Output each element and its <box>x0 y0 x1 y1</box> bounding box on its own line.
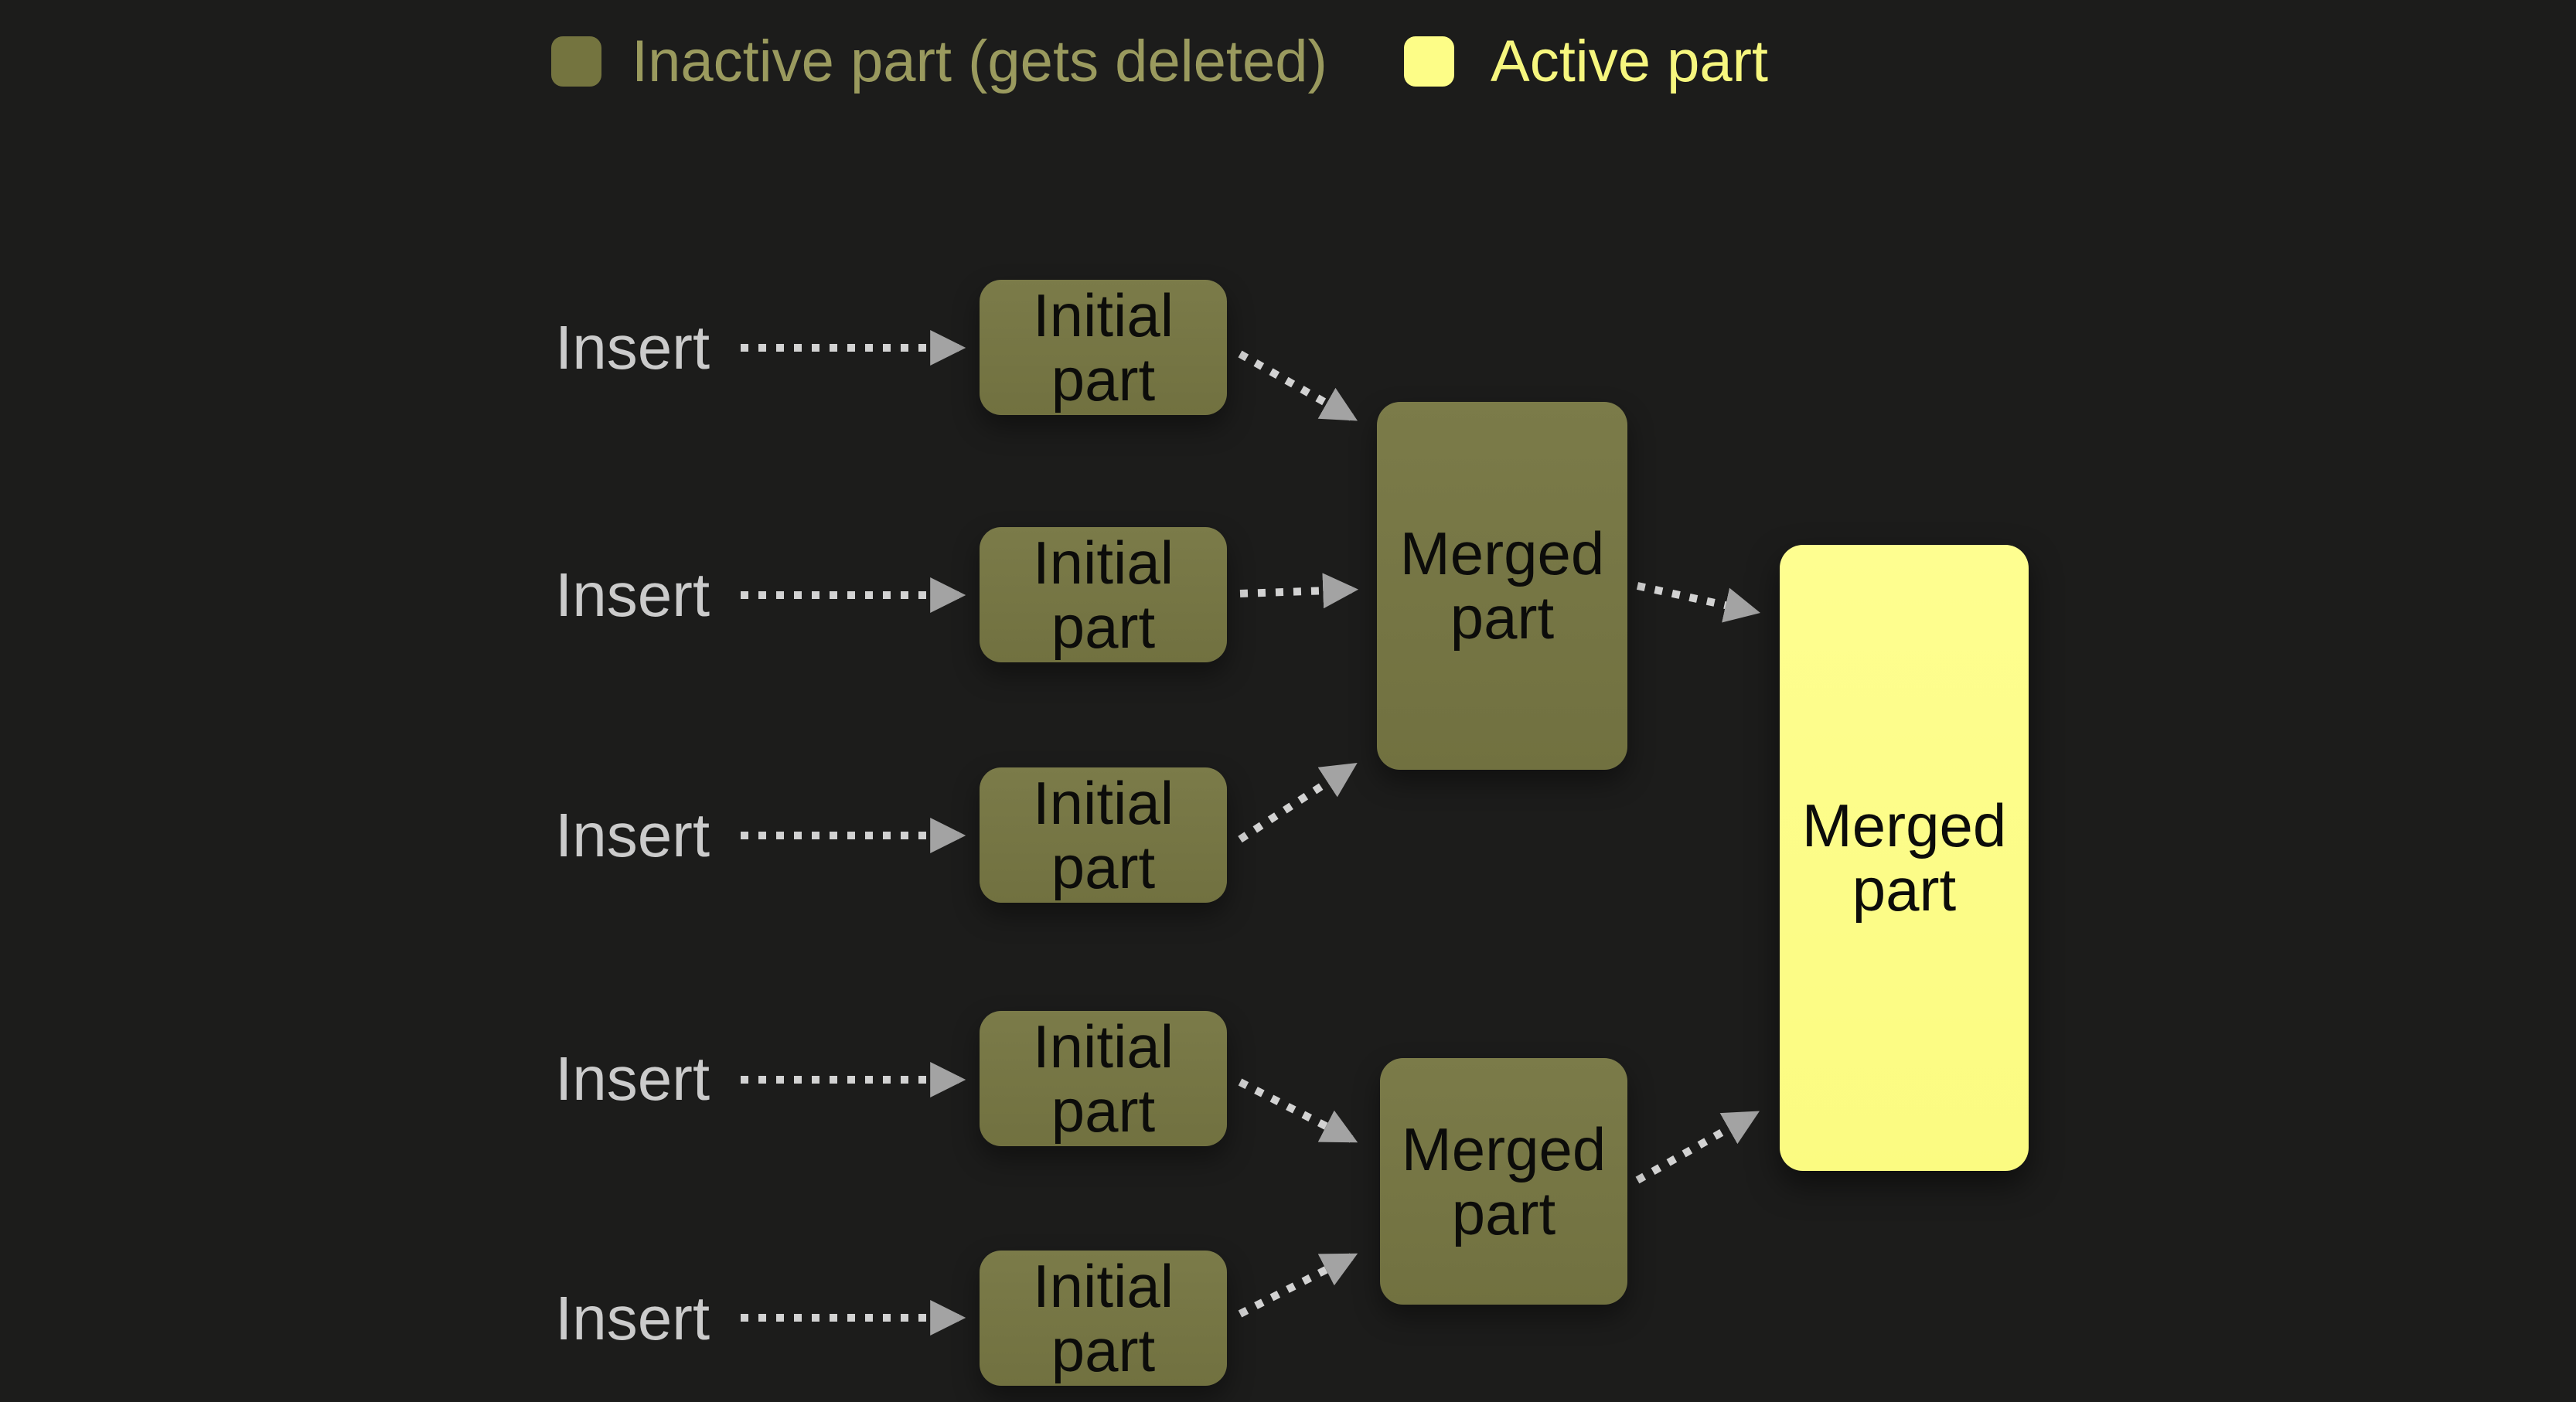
initial-part-label: Initial part <box>1032 768 1174 901</box>
insert-label-2: Insert <box>555 560 710 629</box>
merge-arrow-row5 <box>1238 1253 1358 1318</box>
merged-part-node-final: Merged part <box>1780 545 2029 1171</box>
insert-label-5: Insert <box>555 1283 710 1353</box>
merge-arrow-row4 <box>1238 1078 1358 1143</box>
initial-part-node-4: Initial part <box>980 1011 1227 1146</box>
initial-part-node-5: Initial part <box>980 1251 1227 1386</box>
insert-label-1: Insert <box>555 312 710 382</box>
initial-part-label: Initial part <box>1032 1251 1174 1384</box>
merged-part-node-2: Merged part <box>1380 1058 1627 1305</box>
insert-label-4: Insert <box>555 1043 710 1113</box>
initial-part-label: Initial part <box>1032 1012 1174 1145</box>
merged-part-label: Merged part <box>1801 791 2007 924</box>
merge-arrow-row1 <box>1238 350 1358 421</box>
final-merge-arrow-bottom <box>1635 1111 1760 1184</box>
initial-part-label: Initial part <box>1032 528 1174 661</box>
merge-arrow-row2 <box>1239 573 1359 609</box>
initial-part-label: Initial part <box>1032 281 1174 413</box>
final-merge-arrow-top <box>1636 582 1760 623</box>
initial-part-node-1: Initial part <box>980 280 1227 415</box>
legend-label-active: Active part <box>1491 28 1769 94</box>
insert-label-3: Insert <box>555 800 710 869</box>
merged-part-node-1: Merged part <box>1377 402 1627 770</box>
initial-part-node-3: Initial part <box>980 767 1227 903</box>
merged-part-label: Merged part <box>1399 519 1605 652</box>
initial-part-node-2: Initial part <box>980 527 1227 662</box>
legend-swatch-active <box>1404 36 1454 87</box>
merged-part-label: Merged part <box>1401 1114 1607 1247</box>
merge-arrow-row3 <box>1238 762 1358 843</box>
legend-label-inactive: Inactive part (gets deleted) <box>632 28 1327 94</box>
legend-swatch-inactive <box>551 36 601 87</box>
